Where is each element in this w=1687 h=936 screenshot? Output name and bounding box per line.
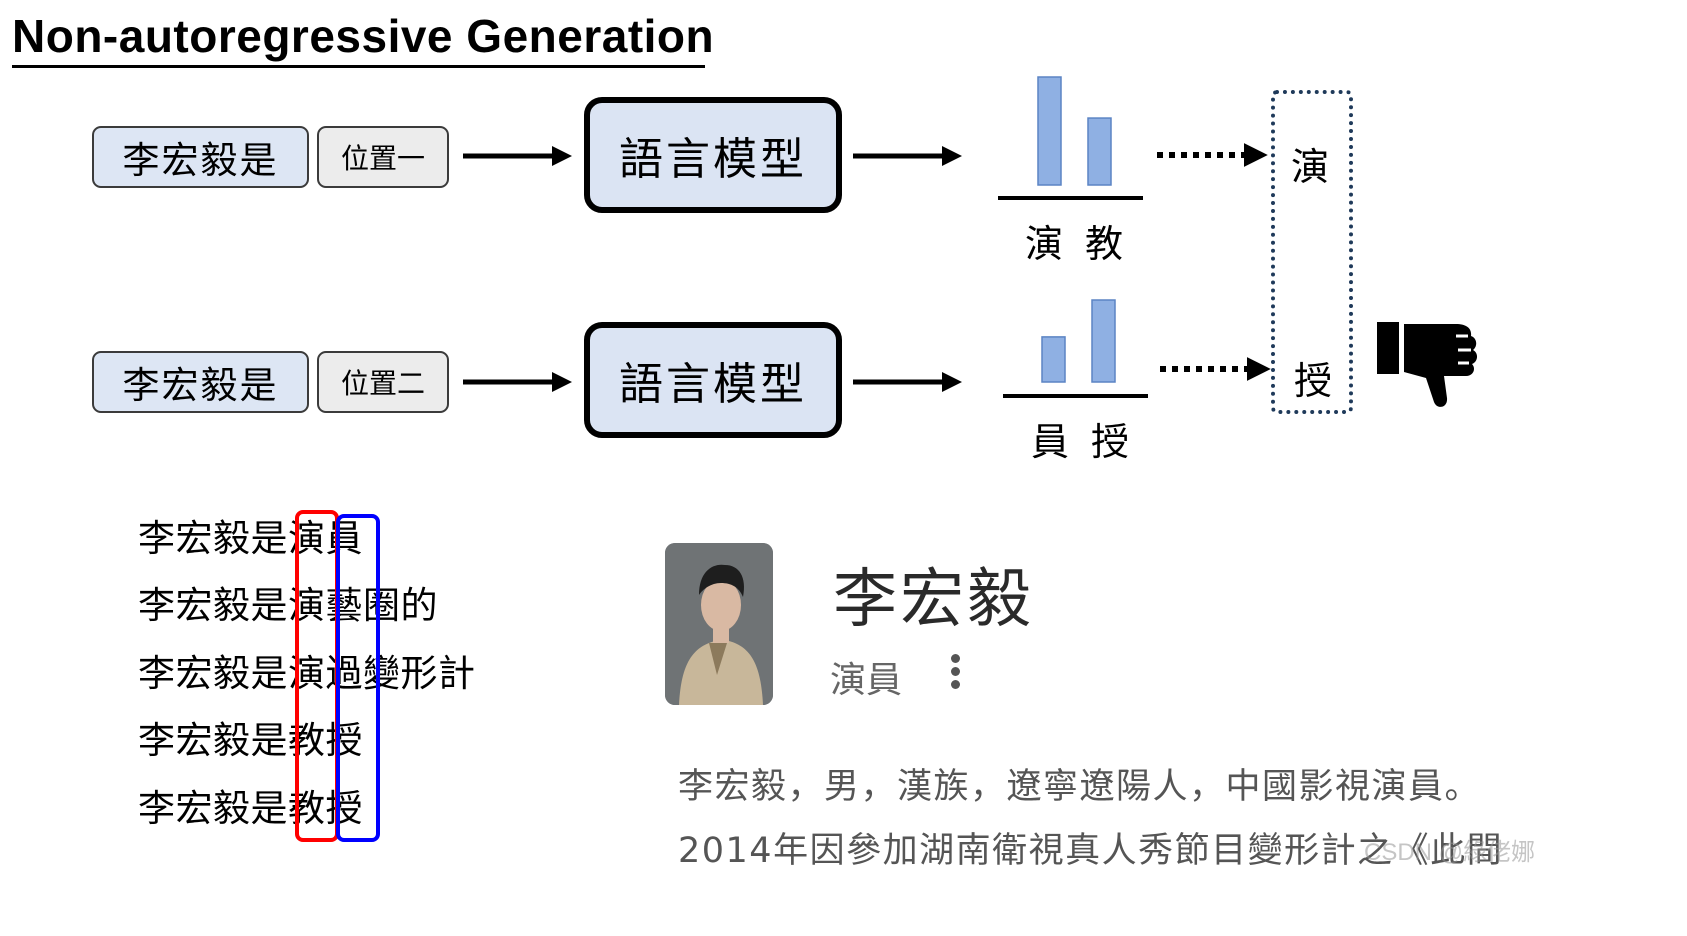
distribution-labels-row1: 演教 (1025, 222, 1146, 266)
person-photo (665, 543, 773, 705)
example-sentence-3: 李宏毅是演過變形計 (138, 652, 476, 695)
more-options-icon[interactable] (951, 654, 961, 690)
example-sentence-4: 李宏毅是教授 (138, 719, 363, 762)
distribution-bar-row1-1 (1037, 76, 1062, 186)
first-position-highlight (295, 510, 339, 842)
example-sentence-5: 李宏毅是教授 (138, 787, 363, 830)
position-token-row1: 位置一 (317, 126, 449, 188)
page-title: Non-autoregressive Generation (12, 10, 715, 62)
output-token-row1: 演 (1291, 145, 1330, 189)
second-position-highlight (336, 514, 380, 842)
person-role: 演員 (830, 660, 903, 701)
prefix-token-row2: 李宏毅是 (92, 351, 309, 413)
distribution-bar-row2-1 (1041, 336, 1066, 383)
person-description-line2: 2014年因參加湖南衛視真人秀節目變形計之《此間 (678, 831, 1504, 871)
distribution-bars-row1 (1037, 76, 1112, 186)
distribution-bars-row2 (1041, 299, 1116, 383)
output-token-row2: 授 (1294, 359, 1333, 403)
prefix-token-row1: 李宏毅是 (92, 126, 309, 188)
distribution-bar-row1-2 (1087, 117, 1112, 186)
watermark: CSDN @綠佬娜 (1364, 839, 1536, 866)
thumbs-down-icon (1377, 322, 1478, 407)
selected-output-box (1271, 90, 1353, 414)
distribution-labels-row2: 員授 (1031, 420, 1152, 464)
title-underline (12, 65, 705, 68)
language-model-box-row2: 語言模型 (584, 322, 842, 438)
distribution-bar-row2-2 (1091, 299, 1116, 383)
example-sentence-2: 李宏毅是演藝圈的 (138, 584, 438, 627)
example-sentence-1: 李宏毅是演員 (138, 517, 363, 560)
position-token-row2: 位置二 (317, 351, 449, 413)
language-model-box-row1: 語言模型 (584, 97, 842, 213)
person-name: 李宏毅 (833, 563, 1034, 637)
person-description-line1: 李宏毅，男，漢族，遼寧遼陽人，中國影視演員。 (678, 767, 1482, 807)
